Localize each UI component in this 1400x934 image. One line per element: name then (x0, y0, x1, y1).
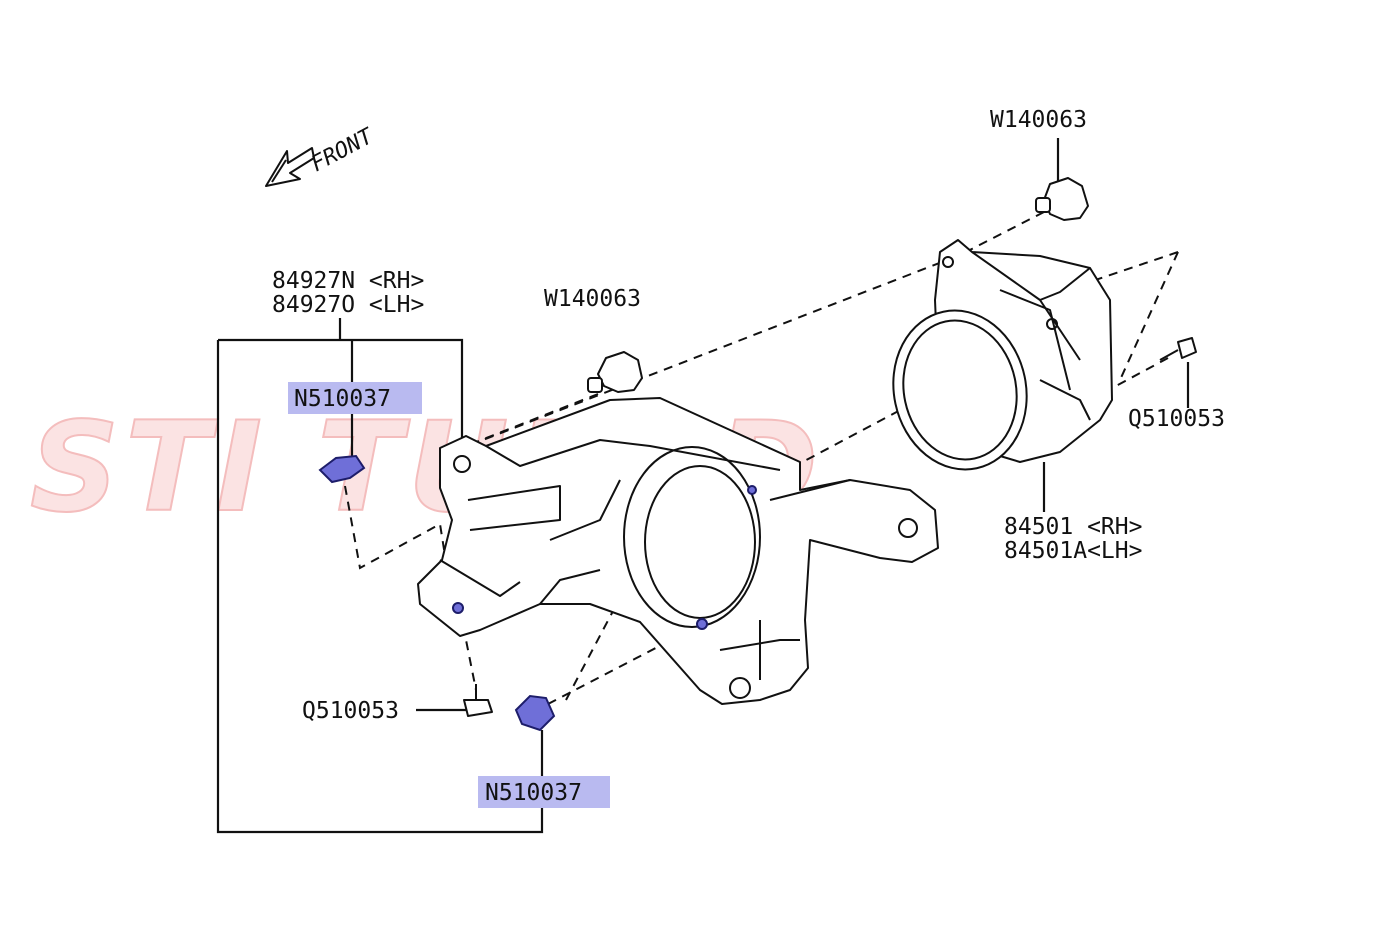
front-label: FRONT (307, 123, 379, 177)
grommet-bracket-icon (587, 351, 643, 393)
front-direction-arrow-icon (265, 147, 315, 187)
screw-bracket-part-number: Q510053 (302, 698, 399, 724)
grommet-lamp-icon (1035, 177, 1089, 221)
fog-lamp-assembly (892, 239, 1113, 471)
grommet-bracket-part-number: W140063 (544, 286, 641, 312)
lamp-part-number-lh: 84501A<LH> (1004, 538, 1142, 564)
lamp-part-number-rh: 84501 <RH> (1004, 514, 1142, 540)
screw-bracket-icon (463, 684, 493, 717)
bracket-part-number-rh: 84927N <RH> (272, 268, 424, 294)
clip-bottom-highlight (478, 776, 610, 808)
grommet-lamp-part-number: W140063 (990, 107, 1087, 133)
bracket-part-number-lh: 84927O <LH> (272, 292, 424, 318)
lamp-leader-lines (1042, 138, 1190, 512)
clip-bottom-icon (514, 694, 556, 732)
clip-bottom-part-number: N510037 (485, 780, 582, 806)
fog-lamp-bracket (417, 397, 939, 705)
clip-top-part-number: N510037 (294, 386, 391, 412)
bracket-group-bracket-lines (216, 318, 544, 834)
clip-top-icon (318, 454, 366, 484)
screw-lamp-icon (1159, 337, 1197, 361)
clip-top-highlight (288, 382, 422, 414)
screw-lamp-part-number: Q510053 (1128, 406, 1225, 432)
